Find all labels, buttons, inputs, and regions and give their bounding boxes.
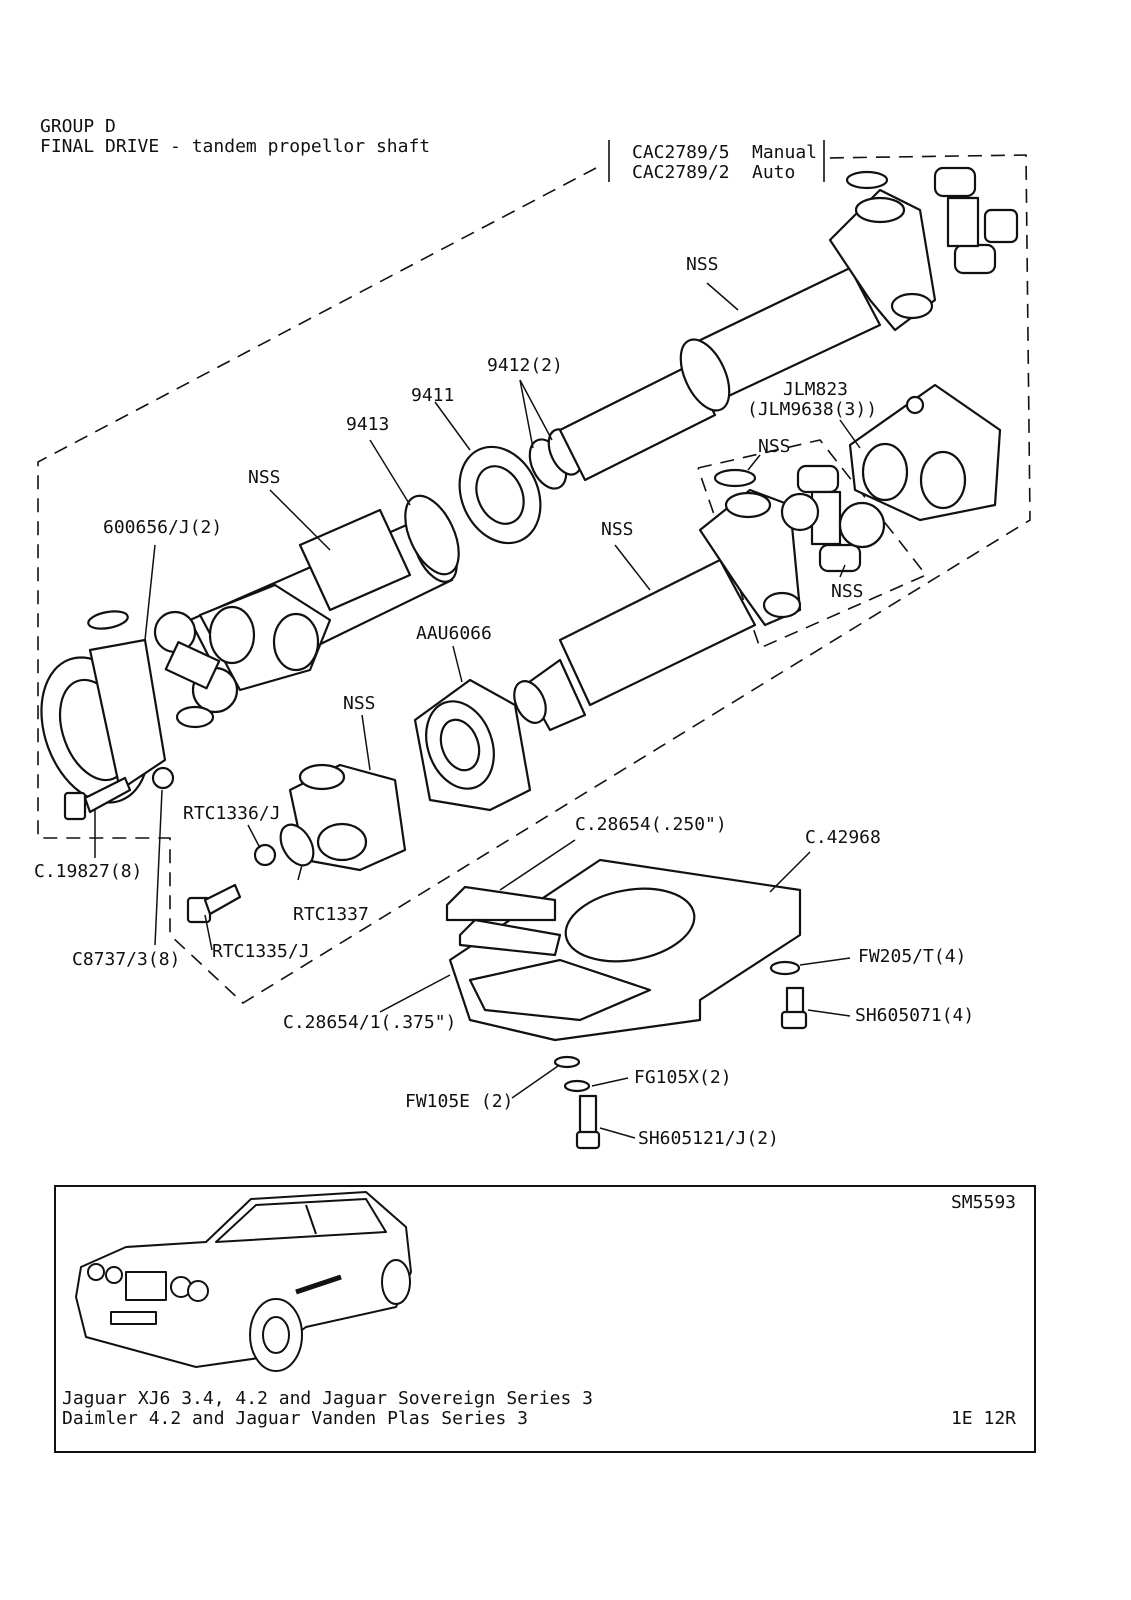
shim-250 xyxy=(445,885,557,922)
washer-fg105x xyxy=(563,1079,591,1093)
washer-rtc1337 xyxy=(279,823,315,867)
label-nss-mid: NSS xyxy=(758,436,791,457)
label-aau6066: AAU6066 xyxy=(416,623,492,644)
label-600656: 600656/J(2) xyxy=(103,517,223,538)
page-ref: 1E 12R xyxy=(950,1408,1016,1429)
washer-fw105e xyxy=(553,1055,581,1069)
centre-yoke xyxy=(698,488,802,627)
label-sh605071: SH605071(4) xyxy=(855,1005,975,1026)
shim-375 xyxy=(458,918,562,957)
car-illustration xyxy=(75,1191,412,1372)
centre-universal-joint xyxy=(780,464,886,573)
front-universal-joint xyxy=(153,610,239,729)
centre-bearing-aau6066 xyxy=(413,678,532,812)
bolt-sh605071 xyxy=(780,986,808,1030)
label-nss-left: NSS xyxy=(248,467,281,488)
assembly-variant-manual: Manual xyxy=(752,142,818,163)
group-title: GROUP D xyxy=(40,116,116,137)
top-universal-joint xyxy=(933,166,1019,275)
label-rtc1337: RTC1337 xyxy=(293,904,369,925)
label-9412: 9412(2) xyxy=(487,355,563,376)
label-sh605121: SH605121/J(2) xyxy=(638,1128,779,1149)
models-line-1: Jaguar XJ6 3.4, 4.2 and Jaguar Sovereign… xyxy=(62,1388,594,1409)
top-yoke xyxy=(828,188,937,332)
label-fw205: FW205/T(4) xyxy=(858,946,967,967)
label-c42968: C.42968 xyxy=(805,827,881,848)
label-nss-shaft2: NSS xyxy=(601,519,634,540)
assembly-part-auto: CAC2789/2 xyxy=(632,162,730,183)
label-rtc1336: RTC1336/J xyxy=(183,803,281,824)
label-nss-top: NSS xyxy=(686,254,719,275)
label-c19827: C.19827(8) xyxy=(34,861,143,882)
washer-fw205 xyxy=(769,960,801,976)
bolt-rtc1335 xyxy=(186,883,242,924)
rear-flange-jlm823 xyxy=(848,383,1002,522)
washer-rtc1336 xyxy=(253,843,277,867)
label-rtc1335: RTC1335/J xyxy=(212,941,310,962)
model-info-box: SM5593 Jaguar XJ6 3.4, 4.2 and Jaguar So… xyxy=(54,1185,1036,1453)
label-c28654-375: C.28654/1(.375") xyxy=(283,1012,457,1033)
label-c8737: C8737/3(8) xyxy=(72,949,181,970)
sheet-code: SM5593 xyxy=(950,1192,1016,1213)
assembly-variant-auto: Auto xyxy=(752,162,796,183)
label-nss-yoke: NSS xyxy=(343,693,376,714)
label-nss-spider: NSS xyxy=(831,581,864,602)
flange-bolt xyxy=(63,776,132,821)
ring-9413 xyxy=(404,494,460,576)
assembly-part-manual: CAC2789/5 xyxy=(632,142,730,163)
section-title: FINAL DRIVE - tandem propellor shaft xyxy=(40,136,431,157)
bolt-sh605121 xyxy=(575,1094,601,1150)
label-9413: 9413 xyxy=(346,414,390,435)
centre-propshaft xyxy=(513,558,757,732)
rear-propshaft-splined xyxy=(558,266,882,482)
front-yoke xyxy=(198,583,332,692)
circlip-front xyxy=(87,610,129,630)
circlip-top xyxy=(845,170,889,190)
models-line-2: Daimler 4.2 and Jaguar Vanden Plas Serie… xyxy=(62,1408,528,1429)
rubber-9411 xyxy=(458,445,542,545)
label-jlm823: JLM823 xyxy=(783,379,849,400)
label-9411: 9411 xyxy=(411,385,455,406)
label-fw105e: FW105E (2) xyxy=(405,1091,514,1112)
label-c28654-250: C.28654(.250") xyxy=(575,814,727,835)
circlip-centre xyxy=(713,468,757,488)
front-flange xyxy=(40,638,175,804)
label-fg105x: FG105X(2) xyxy=(634,1067,732,1088)
label-jlm9638: (JLM9638(3)) xyxy=(747,399,878,420)
